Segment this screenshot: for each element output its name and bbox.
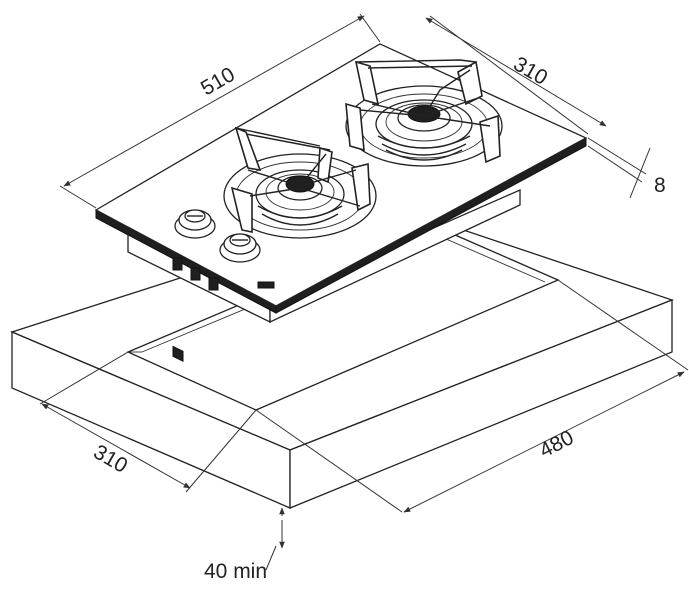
- control-panel-slots: [172, 257, 275, 291]
- dimension-glass-thickness: 8: [587, 137, 666, 199]
- label-310-bottom: 310: [90, 440, 132, 477]
- label-510: 510: [197, 63, 239, 100]
- dimension-worktop-min: 40 min: [204, 507, 285, 583]
- control-knob-right: [219, 233, 261, 263]
- label-8: 8: [654, 174, 666, 197]
- label-310-top: 310: [510, 52, 552, 89]
- ignition-slot-1: [172, 345, 184, 362]
- control-knob-left: [174, 209, 216, 239]
- label-480: 480: [536, 426, 578, 462]
- label-40-min: 40 min: [204, 560, 267, 583]
